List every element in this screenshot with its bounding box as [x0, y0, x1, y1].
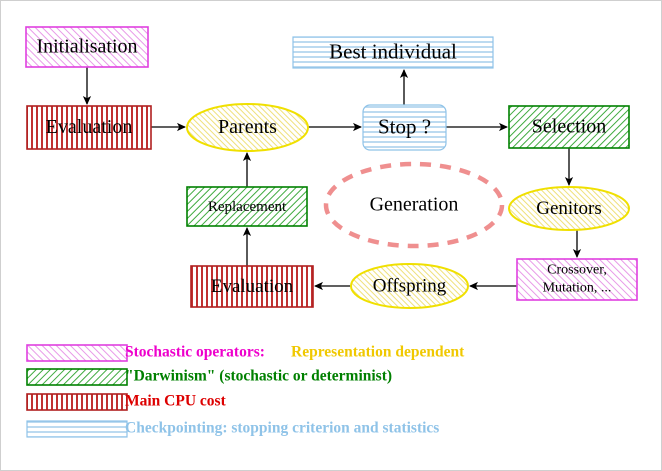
- node-label-generation: Generation: [370, 194, 459, 216]
- legend-text-main-cpu-cost: Main CPU cost: [125, 393, 227, 410]
- node-label-parents: Parents: [218, 116, 277, 138]
- legend-text-stochastic-operators: Stochastic operators:: [125, 344, 265, 361]
- node-label-evaluation-bot: Evaluation: [211, 276, 294, 297]
- edges-group: [82, 67, 582, 291]
- node-label2-crossover: Mutation, ...: [543, 281, 612, 296]
- legend-item-darwinism: "Darwinism" (stochastic or determinist): [26, 368, 392, 386]
- node-initialisation[interactable]: Initialisation: [25, 26, 149, 68]
- node-parents[interactable]: Parents: [186, 103, 309, 152]
- node-crossover[interactable]: Crossover, Mutation, ...: [516, 258, 638, 301]
- legend-text2-stochastic-operators: Representation dependent: [291, 344, 465, 361]
- node-evaluation-top[interactable]: Evaluation: [26, 105, 152, 150]
- node-label-crossover: Crossover,: [547, 263, 607, 278]
- node-label-selection: Selection: [532, 116, 606, 138]
- node-label-replacement: Replacement: [208, 199, 287, 215]
- node-evaluation-bot[interactable]: Evaluation: [190, 265, 314, 308]
- legend-swatch-green-hatch: [26, 368, 128, 386]
- node-label-stop: Stop ?: [378, 114, 431, 138]
- node-shape-replacement: [186, 186, 308, 227]
- node-shape-generation: [323, 161, 505, 249]
- node-label-initialisation: Initialisation: [36, 36, 137, 58]
- node-shape-crossover: [516, 258, 638, 301]
- node-shape-initialisation: [25, 26, 149, 68]
- node-replacement[interactable]: Replacement: [186, 186, 308, 227]
- node-shape-genitors: [508, 186, 630, 231]
- node-best-individual[interactable]: Best individual: [292, 36, 494, 69]
- node-label-genitors: Genitors: [536, 198, 601, 219]
- node-shape-offspring: [350, 263, 469, 309]
- node-shape-evaluation-bot: [190, 265, 314, 308]
- legend-swatch-magenta-hatch: [26, 344, 128, 362]
- node-selection[interactable]: Selection: [508, 105, 630, 149]
- node-shape-selection: [508, 105, 630, 149]
- legend-item-main-cpu-cost: Main CPU cost: [26, 393, 227, 411]
- legend-text-checkpointing: Checkpointing: stopping criterion and st…: [125, 420, 439, 437]
- node-shape-parents: [186, 103, 309, 152]
- node-shape-stop: [362, 104, 447, 151]
- node-offspring[interactable]: Offspring: [350, 263, 469, 309]
- legend-text-darwinism: "Darwinism" (stochastic or determinist): [125, 368, 392, 385]
- node-shape-best-individual: [292, 36, 494, 69]
- node-generation[interactable]: Generation: [323, 161, 505, 249]
- legend-group: Stochastic operators: Representation depe…: [26, 344, 465, 438]
- node-shape-evaluation-top: [26, 105, 152, 150]
- legend-item-stochastic-operators: Stochastic operators: Representation depe…: [26, 344, 465, 362]
- node-label-best-individual: Best individual: [329, 39, 457, 63]
- node-label-evaluation-top: Evaluation: [46, 116, 133, 138]
- legend-swatch-blue-horizontal: [26, 420, 128, 438]
- node-stop[interactable]: Stop ?: [362, 104, 447, 151]
- legend-item-checkpointing: Checkpointing: stopping criterion and st…: [26, 420, 439, 438]
- legend-swatch-red-vertical: [26, 393, 128, 411]
- node-genitors[interactable]: Genitors: [508, 186, 630, 231]
- node-label-offspring: Offspring: [373, 275, 447, 296]
